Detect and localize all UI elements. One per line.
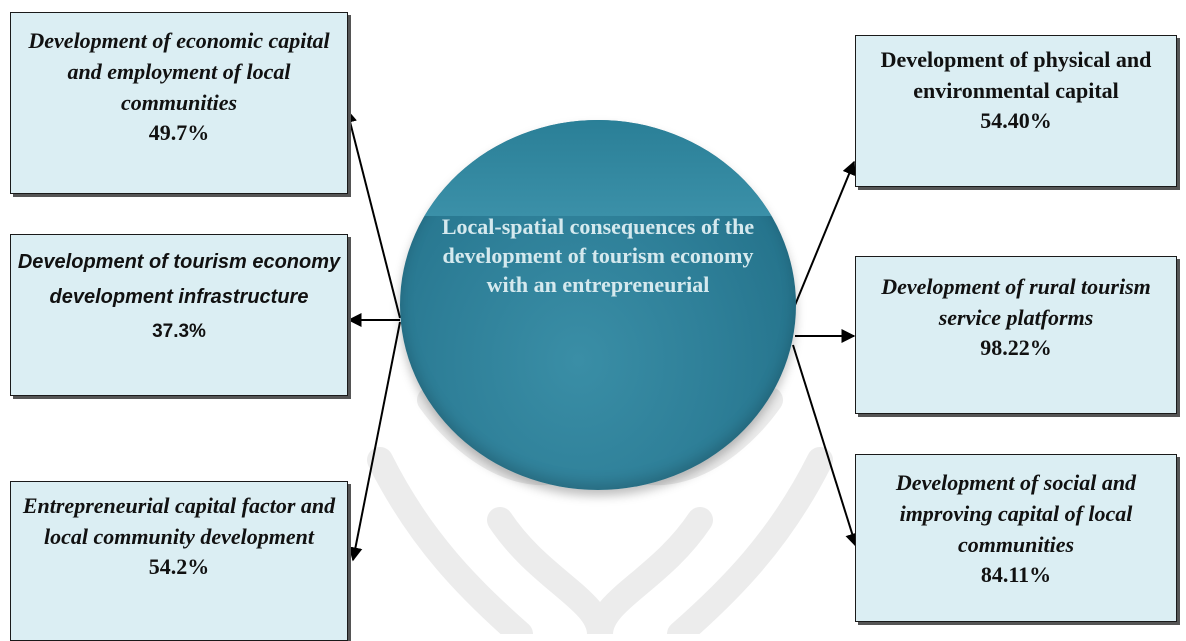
box-title: Development of tourism economy developme… [17,251,341,308]
center-text: Local-spatial consequences of the develo… [441,214,755,297]
box-tourism-infrastructure: Development of tourism economy developme… [10,234,348,396]
ellipse-cap [400,120,796,217]
arrow-to-physical-capital [792,160,856,311]
box-value: 49.7% [148,120,210,145]
arrow-to-entrepreneurial-capital [348,321,401,562]
box-title: Development of rural tourism service pla… [881,274,1151,330]
box-physical-environmental-capital: Development of physical and environmenta… [855,35,1177,187]
box-title: Development of social and improving capi… [895,470,1137,557]
box-value: 84.11% [980,562,1052,587]
box-title: Entrepreneurial capital factor and local… [22,493,336,549]
center-ellipse: Local-spatial consequences of the develo… [400,120,796,490]
box-economic-capital: Development of economic capital and empl… [10,12,348,194]
box-social-capital: Development of social and improving capi… [855,454,1177,622]
box-rural-tourism-platforms: Development of rural tourism service pla… [855,256,1177,414]
box-value: 98.22% [980,335,1052,360]
box-title: Development of economic capital and empl… [28,28,330,115]
box-entrepreneurial-capital: Entrepreneurial capital factor and local… [10,481,348,641]
box-title: Development of physical and environmenta… [880,47,1152,103]
box-value: 37.3% [152,321,206,342]
box-value: 54.2% [148,554,210,579]
box-value: 54.40% [980,108,1052,133]
arrow-to-economic-capital [343,108,401,319]
arrow-to-social-capital [792,344,859,548]
